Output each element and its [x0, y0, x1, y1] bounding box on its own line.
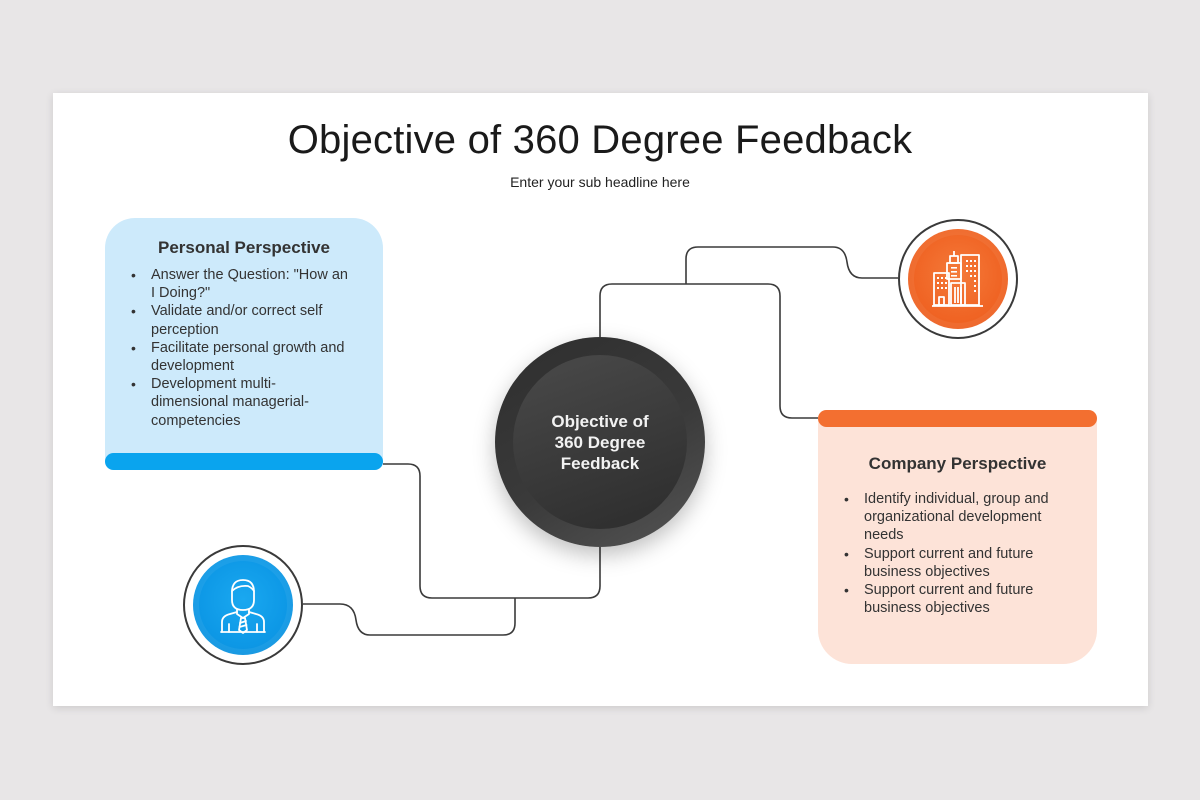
- personal-perspective-heading: Personal Perspective: [158, 238, 330, 257]
- list-item: Development multi-dimensional managerial…: [131, 375, 353, 430]
- list-item: Answer the Question: "How an I Doing?": [131, 266, 353, 302]
- connector-branch-to-person-icon: [303, 598, 516, 636]
- company-accent-bar: [818, 410, 1097, 427]
- company-perspective-heading: Company Perspective: [868, 454, 1047, 473]
- list-item: Facilitate personal growth and developme…: [131, 339, 353, 375]
- central-hub-circle: Objective of 360 Degree Feedback: [495, 337, 705, 547]
- company-perspective-card: Company Perspective Identify individual,…: [818, 410, 1097, 664]
- list-item: Validate and/or correct self perception: [131, 302, 353, 338]
- businessman-icon: [220, 579, 266, 634]
- personal-perspective-list: Answer the Question: "How an I Doing?" V…: [131, 266, 353, 430]
- company-icon-badge: [898, 219, 1018, 339]
- list-item: Identify individual, group and organizat…: [844, 490, 1067, 545]
- connector-hub-to-company-card: [599, 283, 818, 419]
- buildings-icon: [932, 251, 983, 307]
- list-item: Support current and future business obje…: [844, 545, 1067, 581]
- central-hub-inner: Objective of 360 Degree Feedback: [513, 355, 687, 529]
- slide-title: Objective of 360 Degree Feedback: [287, 118, 913, 162]
- company-perspective-list: Identify individual, group and organizat…: [844, 490, 1067, 617]
- connector-branch-to-company-icon: [685, 246, 898, 284]
- connector-personal-card-to-hub: [383, 463, 601, 599]
- slide-subtitle: Enter your sub headline here: [510, 174, 690, 190]
- personal-accent-bar: [105, 453, 383, 470]
- personal-icon-badge: [183, 545, 303, 665]
- central-hub-label: Objective of 360 Degree Feedback: [551, 411, 649, 473]
- personal-perspective-card: Personal Perspective Answer the Question…: [105, 218, 383, 470]
- list-item: Support current and future business obje…: [844, 581, 1067, 617]
